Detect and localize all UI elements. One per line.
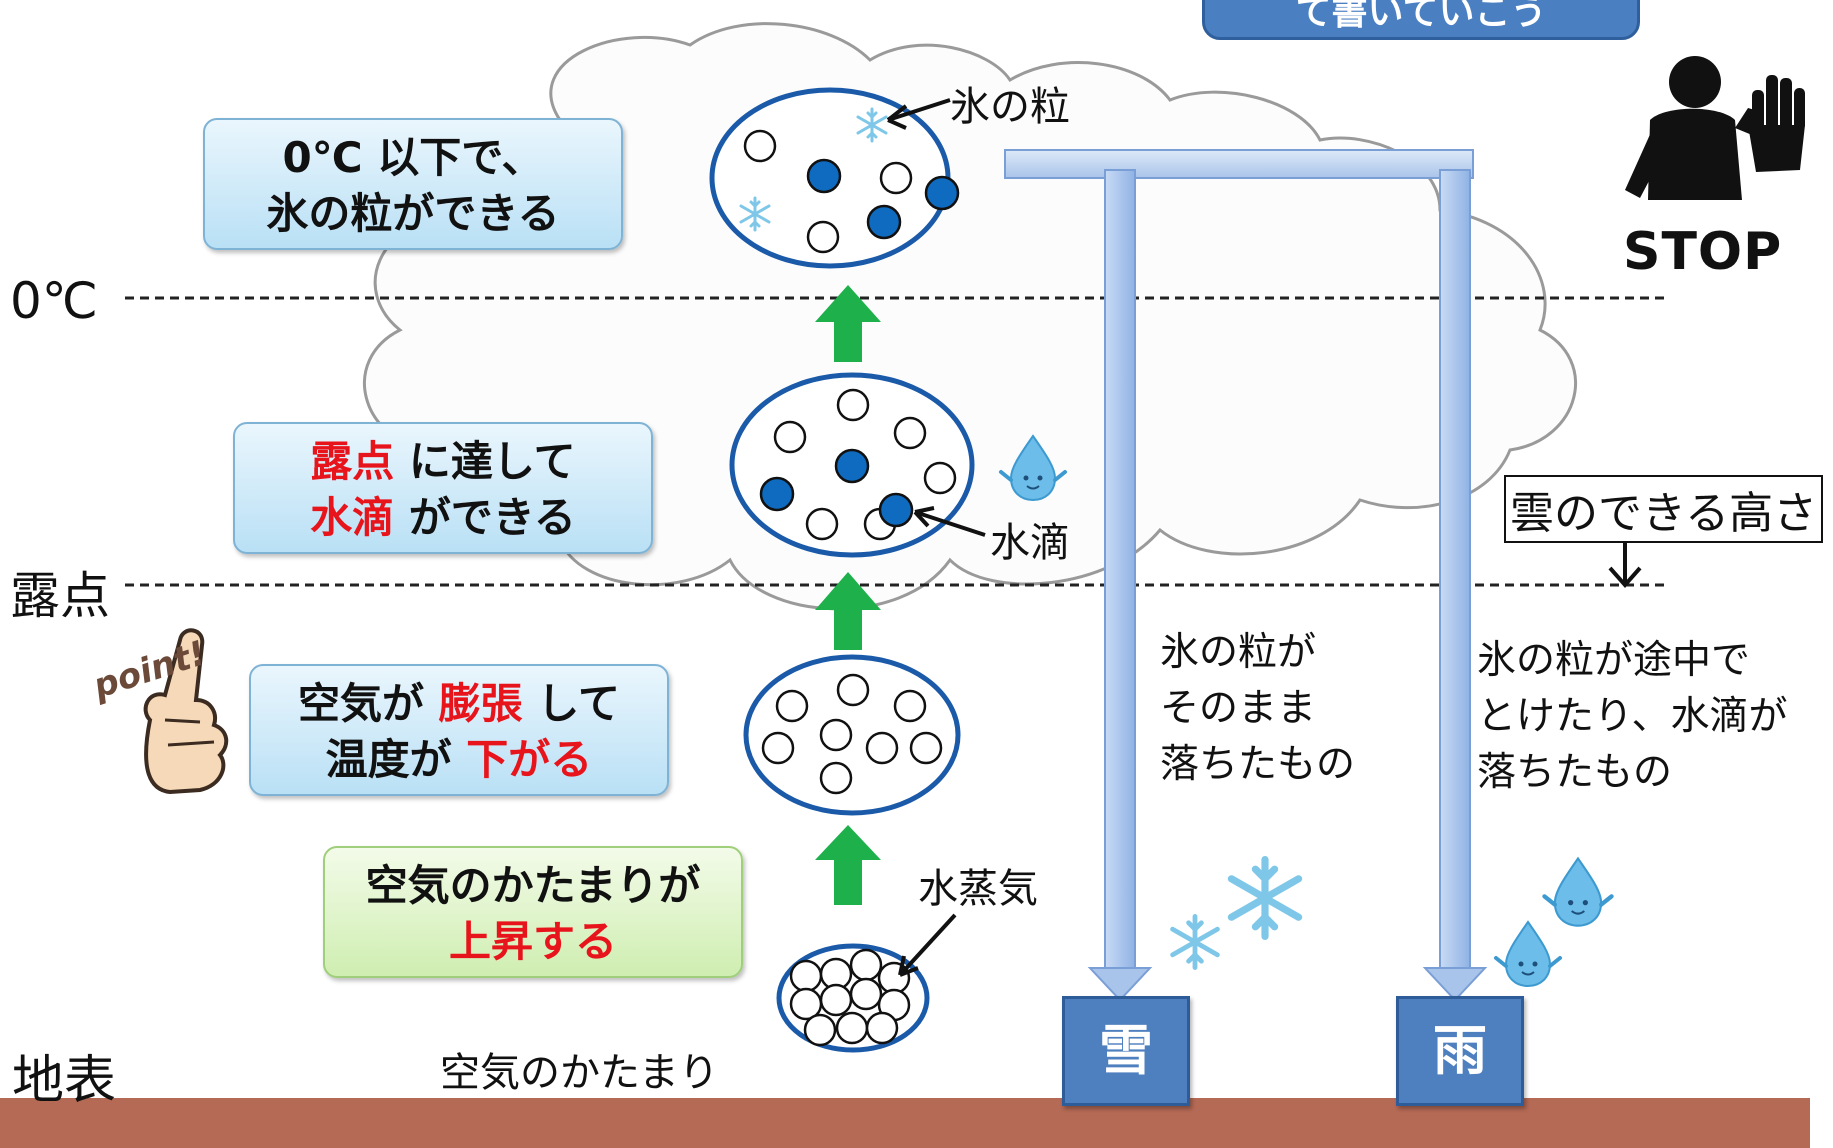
snow-desc-line: 氷の粒が — [1160, 630, 1317, 675]
ice-stage-line2: 氷の粒ができる — [266, 189, 560, 238]
rise-arrows — [815, 285, 881, 905]
snow-box: 雪 — [1062, 996, 1190, 1106]
drop-stage-line1: に達して — [394, 437, 576, 486]
rain-desc-line: とけたり、水滴が — [1477, 694, 1788, 739]
drop-stage-bubble: 露点 に達して 水滴 ができる — [233, 422, 653, 554]
ice-stage-line1: 0℃ 以下で、 — [282, 133, 544, 182]
rain-box: 雨 — [1396, 996, 1524, 1106]
ground-label: 地表 — [12, 1051, 117, 1111]
snow-desc-line: そのまま — [1160, 686, 1317, 731]
rise-highlight: 上昇する — [448, 917, 617, 966]
rain-title: 雨 — [1433, 1019, 1487, 1082]
expand-line1a: 空気が — [297, 679, 439, 728]
header-banner-text: て書いていこう — [1295, 0, 1547, 33]
ice-pointer — [887, 98, 951, 122]
vapor-label: 水蒸気 — [918, 866, 1038, 912]
header-banner: て書いていこう — [1202, 0, 1640, 40]
dew-point-highlight: 露点 — [310, 437, 395, 486]
stop-label: STOP — [1623, 222, 1783, 282]
drop-pointer — [914, 510, 986, 537]
rise-line1: 空気のかたまりが — [365, 861, 701, 910]
point-hand-icon — [143, 628, 229, 795]
ice-stage-bubble: 0℃ 以下で、 氷の粒ができる — [203, 118, 623, 250]
cloud-height-label: 雲のできる高さ — [1504, 475, 1824, 543]
stop-figure — [1625, 56, 1805, 200]
zero-degree-label: 0℃ — [10, 272, 98, 330]
temp-drop-highlight: 下がる — [466, 735, 593, 784]
water-drop-label: 水滴 — [990, 520, 1070, 566]
snow-description: 氷の粒が そのまま 落ちたもの — [1160, 625, 1355, 793]
vapor-pointer — [898, 913, 957, 977]
rain-desc-line: 氷の粒が途中で — [1477, 638, 1751, 683]
water-drop-highlight: 水滴 — [310, 493, 395, 542]
snow-title: 雪 — [1099, 1019, 1153, 1082]
dew-point-label: 露点 — [10, 567, 110, 625]
expand-stage-bubble: 空気が 膨張 して 温度が 下がる — [249, 664, 669, 796]
expand-line2: 温度が — [325, 735, 467, 784]
expand-highlight: 膨張 — [438, 679, 523, 728]
snow-desc-line: 落ちたもの — [1160, 742, 1356, 787]
rain-description: 氷の粒が途中で とけたり、水滴が 落ちたもの — [1477, 633, 1787, 801]
drop-stage-line2: ができる — [394, 493, 576, 542]
expand-line1b: して — [522, 679, 620, 728]
ground-bar — [0, 1098, 1810, 1148]
fall-paths — [1004, 149, 1488, 1002]
air-mass-label: 空気のかたまり — [440, 1050, 719, 1096]
ice-particle-label: 氷の粒 — [950, 84, 1070, 130]
rise-stage-bubble: 空気のかたまりが 上昇する — [323, 846, 743, 978]
rain-desc-line: 落ちたもの — [1477, 750, 1673, 795]
